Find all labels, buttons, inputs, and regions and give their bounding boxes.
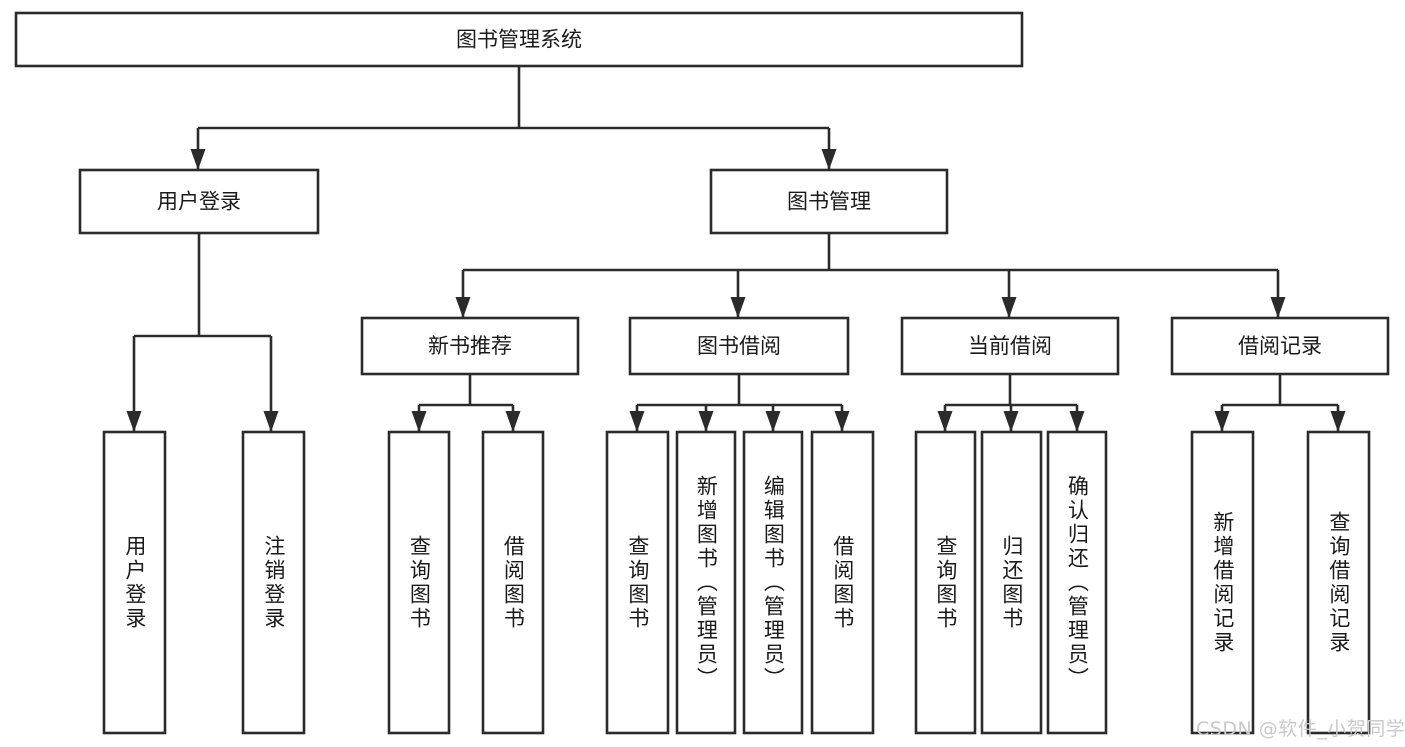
node-leaf-2-box[interactable] [387, 430, 451, 735]
arrow-head-icon [455, 297, 471, 318]
node-leaf-11-box[interactable] [1190, 430, 1255, 735]
node-root-0-label: 图书管理系统 [456, 28, 582, 52]
node-leaf-0-box[interactable] [102, 430, 167, 735]
connector-book-borrow-to-leaves [629, 374, 850, 432]
node-leaf-1-box[interactable] [241, 430, 306, 735]
node-level2-0[interactable]: 新书推荐 [360, 316, 580, 376]
node-level2-0-label: 新书推荐 [428, 334, 512, 358]
arrow-head-icon [263, 411, 279, 432]
node-level1-0-label: 用户登录 [157, 190, 241, 214]
node-level2-1[interactable]: 图书借阅 [628, 316, 850, 376]
node-root-0[interactable]: 图书管理系统 [14, 11, 1024, 68]
node-leaf-8[interactable] [914, 430, 977, 735]
node-leaf-3-box[interactable] [481, 430, 545, 735]
connector-book-manage-to-level2 [455, 233, 1286, 318]
node-leaf-10[interactable] [1046, 430, 1108, 735]
node-leaf-10-box[interactable] [1046, 430, 1108, 735]
node-level2-1-label: 图书借阅 [697, 334, 781, 358]
arrow-head-icon [629, 411, 645, 432]
node-level2-3[interactable]: 借阅记录 [1170, 316, 1390, 376]
arrow-head-icon [126, 411, 142, 432]
node-leaf-5-box[interactable] [675, 430, 737, 735]
arrow-head-icon [1270, 297, 1286, 318]
node-leaf-6-box[interactable] [742, 430, 804, 735]
node-leaf-11[interactable] [1190, 430, 1255, 735]
node-leaf-12-box[interactable] [1306, 430, 1371, 735]
node-leaf-6[interactable] [742, 430, 804, 735]
node-leaf-7[interactable] [810, 430, 875, 735]
node-leaf-8-box[interactable] [914, 430, 977, 735]
arrow-head-icon [411, 411, 427, 432]
node-leaf-9-box[interactable] [980, 430, 1043, 735]
connector-root-to-level1 [190, 66, 837, 170]
node-leaf-0[interactable] [102, 430, 167, 735]
node-leaf-4[interactable] [605, 430, 670, 735]
node-level1-1[interactable]: 图书管理 [709, 168, 949, 235]
node-level2-3-label: 借阅记录 [1238, 334, 1322, 358]
node-leaf-4-box[interactable] [605, 430, 670, 735]
node-leaf-3[interactable] [481, 430, 545, 735]
node-root-0-box[interactable] [14, 11, 1024, 68]
arrow-head-icon [730, 297, 746, 318]
arrow-head-icon [505, 411, 521, 432]
arrow-head-icon [1069, 411, 1085, 432]
connector-current-borrow-to-leaves [937, 374, 1085, 432]
node-leaf-9[interactable] [980, 430, 1043, 735]
arrow-head-icon [1214, 411, 1230, 432]
arrow-head-icon [1330, 411, 1346, 432]
node-level2-0-box[interactable] [360, 316, 580, 376]
arrow-head-icon [821, 149, 837, 170]
node-level1-0-box[interactable] [78, 168, 320, 235]
watermark-text: CSDN @软件_小贺同学 [1196, 718, 1405, 740]
node-level2-2-label: 当前借阅 [968, 334, 1052, 358]
arrow-head-icon [765, 411, 781, 432]
node-level1-0[interactable]: 用户登录 [78, 168, 320, 235]
connector-new-book-to-leaves [411, 374, 521, 432]
arrow-head-icon [937, 411, 953, 432]
connector-layer [126, 66, 1346, 432]
node-level1-1-box[interactable] [709, 168, 949, 235]
arrow-head-icon [1001, 297, 1017, 318]
node-leaf-2[interactable] [387, 430, 451, 735]
arrow-head-icon [1003, 411, 1019, 432]
node-leaf-12[interactable] [1306, 430, 1371, 735]
node-leaf-5[interactable] [675, 430, 737, 735]
arrow-head-icon [834, 411, 850, 432]
node-leaf-1[interactable] [241, 430, 306, 735]
connector-user-login-to-leaves [126, 233, 279, 432]
node-level2-2-box[interactable] [900, 316, 1120, 376]
node-level2-2[interactable]: 当前借阅 [900, 316, 1120, 376]
node-level1-1-label: 图书管理 [787, 190, 871, 214]
arrow-head-icon [698, 411, 714, 432]
node-level2-3-box[interactable] [1170, 316, 1390, 376]
connector-borrow-record-to-leaves [1214, 374, 1346, 432]
node-leaf-7-box[interactable] [810, 430, 875, 735]
arrow-head-icon [190, 149, 206, 170]
node-level2-1-box[interactable] [628, 316, 850, 376]
